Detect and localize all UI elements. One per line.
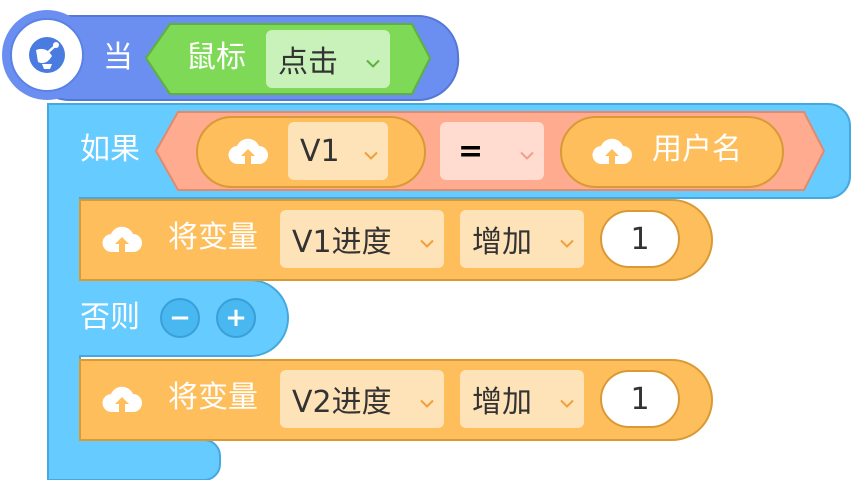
set-variable-label: 将变量 <box>168 380 258 415</box>
satellite-dish-icon <box>28 36 66 74</box>
variable-dropdown[interactable]: V1进度 <box>280 210 444 268</box>
chevron-down-icon <box>560 382 574 417</box>
if-label: 如果 <box>80 132 140 167</box>
chevron-down-icon <box>420 382 434 417</box>
chevron-down-icon <box>560 222 574 257</box>
else-label: 否则 <box>80 300 140 335</box>
variable-dropdown[interactable]: V2进度 <box>280 370 444 428</box>
mouse-action-dropdown[interactable]: 点击 <box>266 30 390 88</box>
set-variable-label: 将变量 <box>168 220 258 255</box>
operator-value: = <box>458 133 484 169</box>
cloud-upload-icon <box>102 384 142 416</box>
event-when-label: 当 <box>103 40 133 75</box>
operation-value: 增加 <box>472 385 532 420</box>
condition-left-variable-dropdown[interactable]: V1 <box>288 122 388 180</box>
variable-value: V2进度 <box>292 385 392 420</box>
chevron-down-icon <box>366 42 380 77</box>
variable-value: V1进度 <box>292 225 392 260</box>
sensing-mouse-label: 鼠标 <box>186 40 246 75</box>
mouse-action-value: 点击 <box>278 45 338 80</box>
increment-value: 1 <box>630 221 650 257</box>
chevron-down-icon <box>364 134 378 169</box>
condition-right-value: 用户名 <box>652 132 742 167</box>
condition-left-variable-value: V1 <box>300 133 340 169</box>
operation-dropdown[interactable]: 增加 <box>460 370 584 428</box>
chevron-down-icon <box>420 222 434 257</box>
plus-icon: + <box>225 303 247 333</box>
increment-value-input[interactable]: 1 <box>600 210 680 268</box>
minus-icon: − <box>169 303 191 333</box>
chevron-down-icon <box>520 134 534 169</box>
remove-branch-button[interactable]: − <box>160 298 200 338</box>
condition-right-reporter[interactable] <box>560 116 784 188</box>
cloud-upload-icon <box>592 136 632 168</box>
add-branch-button[interactable]: + <box>216 298 256 338</box>
cloud-upload-icon <box>102 224 142 256</box>
increment-value: 1 <box>630 381 650 417</box>
operation-value: 增加 <box>472 225 532 260</box>
increment-value-input[interactable]: 1 <box>600 370 680 428</box>
event-icon-circle <box>2 10 92 100</box>
cloud-upload-icon <box>228 136 268 168</box>
operator-dropdown[interactable]: = <box>440 122 544 180</box>
operation-dropdown[interactable]: 增加 <box>460 210 584 268</box>
